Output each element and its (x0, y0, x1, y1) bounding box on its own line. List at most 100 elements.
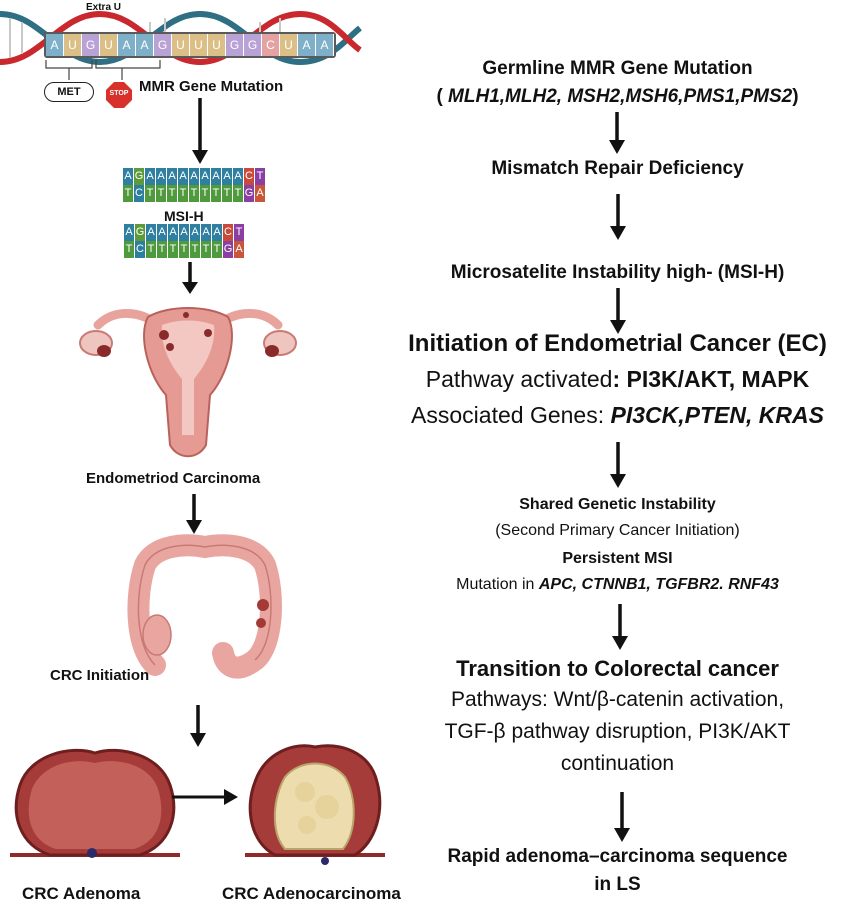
crc-adenocarcinoma-label: CRC Adenocarcinoma (222, 884, 401, 903)
codon-tile: G (244, 34, 262, 56)
msi-bottom-base: C (134, 185, 145, 202)
mutation-line: Mutation in APC, CTNNB1, TGFBR2. RNF43 (370, 576, 865, 594)
msi-bottom-base: T (233, 185, 244, 202)
msi2-bottom-base: T (179, 241, 190, 258)
shared-genetic-instability: Shared Genetic Instability (519, 496, 716, 513)
codon-tile: G (154, 34, 172, 56)
msi-top-base: A (200, 168, 211, 185)
msi2-top-base: A (124, 224, 135, 241)
associated-genes-line: Associated Genes: PI3CK,PTEN, KRAS (370, 402, 865, 429)
persistent-msi: Persistent MSI (562, 550, 673, 567)
second-primary-cancer: (Second Primary Cancer Initiation) (495, 522, 740, 539)
msi-top-base: G (134, 168, 145, 185)
codon-tile: A (118, 34, 136, 56)
arrow-down-right-5 (612, 604, 628, 650)
germline-genes: MLH1,MLH2, MSH2,MSH6,PMS1,PMS2 (448, 86, 793, 107)
msi2-top-base: G (135, 224, 146, 241)
codon-tile: C (262, 34, 280, 56)
arrow-down-right-3 (610, 288, 626, 334)
colon-illustration (127, 534, 282, 679)
rapid-sequence-line-2: in LS (594, 874, 641, 895)
arrow-down-left-2 (182, 262, 198, 294)
msi2-top-base: T (234, 224, 245, 241)
msi-bottom-base: T (211, 185, 222, 202)
crc-adenoma-label: CRC Adenoma (22, 884, 141, 903)
germline-mmr-title: Germline MMR Gene Mutation (482, 58, 753, 79)
crc-adenoma-illustration (10, 748, 180, 858)
msi2-top-base: A (157, 224, 168, 241)
msi-bottom-base: A (255, 185, 266, 202)
msi-bottom-base: T (178, 185, 189, 202)
msi-top-base: A (178, 168, 189, 185)
msi2-top-base: A (146, 224, 157, 241)
codon-tile: U (172, 34, 190, 56)
msi-high-text: Microsatelite Instability high- (MSI-H) (450, 262, 785, 283)
msi2-bottom-base: T (168, 241, 179, 258)
msi2-top-base: A (168, 224, 179, 241)
arrow-down-right-6 (614, 792, 630, 842)
msi2-bottom-base: C (135, 241, 146, 258)
transition-colorectal-title: Transition to Colorectal cancer (456, 656, 779, 681)
msi2-top-base: A (179, 224, 190, 241)
arrow-down-left-3 (186, 494, 202, 534)
pathway-activated-line: Pathway activated: PI3K/AKT, MAPK (370, 366, 865, 393)
initiation-ec-title: Initiation of Endometrial Cancer (EC) (408, 330, 827, 357)
msi2-bottom-base: T (146, 241, 157, 258)
msi2-top-base: A (190, 224, 201, 241)
arrow-down-left-1 (192, 98, 208, 164)
met-badge: MET (44, 82, 94, 102)
msi2-bottom-base: T (190, 241, 201, 258)
arrow-down-right-1 (609, 112, 625, 154)
msi-bottom-base: T (156, 185, 167, 202)
msi-top-base: A (156, 168, 167, 185)
codon-tile: A (136, 34, 154, 56)
codon-tile: G (82, 34, 100, 56)
uterus-illustration (79, 307, 297, 458)
mutation-values: APC, CTNNB1, TGFBR2. RNF43 (538, 576, 779, 593)
msi2-top-base: A (201, 224, 212, 241)
pathways-line-1: Pathways: Wnt/β-catenin activation, (450, 688, 785, 711)
arrow-down-right-4 (610, 442, 626, 488)
msi2-bottom-base: G (223, 241, 234, 258)
mmr-gene-mutation-label: MMR Gene Mutation (139, 78, 284, 95)
msi2-bottom-base: T (201, 241, 212, 258)
pathways-line-3: continuation (560, 752, 675, 775)
arrow-down-right-2 (610, 194, 626, 240)
msi-bottom-base: T (222, 185, 233, 202)
msi2-bottom-base: T (212, 241, 223, 258)
crc-initiation-label: CRC Initiation (50, 667, 150, 684)
codon-tile: A (298, 34, 316, 56)
germline-genes-close: ) (792, 86, 799, 107)
msi-top-base: A (167, 168, 178, 185)
msi-bottom-base: T (123, 185, 134, 202)
pathways-line-2: TGF-β pathway disruption, PI3K/AKT (444, 720, 791, 743)
msi-top-base: A (211, 168, 222, 185)
codon-tile: G (226, 34, 244, 56)
msi-bottom-base: G (244, 185, 255, 202)
stop-label: STOP (109, 90, 129, 97)
msi-h-label: MSI-H (164, 208, 204, 224)
msi-top-base: A (123, 168, 134, 185)
codon-tile: U (280, 34, 298, 56)
assoc-prefix: Associated Genes: (411, 402, 611, 428)
germline-genes-open: ( (436, 86, 449, 107)
msi-top-base: T (255, 168, 266, 185)
germline-genes-line: ( MLH1,MLH2, MSH2,MSH6,PMS1,PMS2) (370, 86, 865, 108)
arrow-down-left-4 (190, 705, 206, 747)
translation-brackets (45, 60, 161, 80)
mutation-prefix: Mutation in (456, 576, 539, 593)
msi-top-base: A (145, 168, 156, 185)
codon-tile: U (190, 34, 208, 56)
codon-tile: U (100, 34, 118, 56)
rapid-sequence-line-1: Rapid adenoma–carcinoma sequence (447, 846, 788, 867)
msi2-bottom-base: T (124, 241, 135, 258)
codon-tile: A (46, 34, 64, 56)
msi-bottom-base: T (200, 185, 211, 202)
assoc-values: PI3CK,PTEN, KRAS (610, 402, 824, 428)
msi2-top-base: C (223, 224, 234, 241)
msi2-bottom-base: T (157, 241, 168, 258)
extra-u-label: Extra U (86, 2, 122, 13)
